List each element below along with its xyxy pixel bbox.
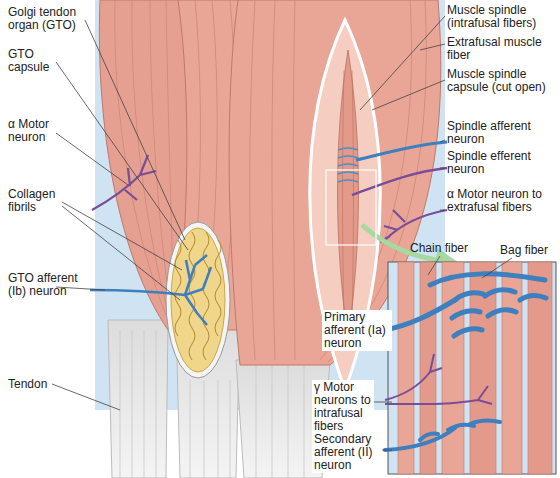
spindle-wraps [338, 148, 358, 182]
part-label: α Motor neuron to extrafusal fibers [447, 188, 559, 214]
gamma-motor-neurons [385, 354, 492, 404]
tendon [108, 320, 168, 478]
gto-capsule [166, 222, 230, 378]
part-label: Golgi tendon organ (GTO) [8, 6, 90, 32]
secondary-afferent-wraps [385, 420, 500, 450]
inset-panel [388, 262, 556, 474]
leader-lines [52, 16, 512, 450]
part-label: GTO afferent (Ib) neuron [8, 272, 84, 298]
gto-afferent-neuron [90, 255, 211, 325]
inset-fibers [398, 262, 552, 474]
part-label: Spindle afferent neuron [447, 120, 559, 146]
part-label: Secondary afferent (II) neuron [312, 432, 382, 473]
primary-afferent-wraps [385, 274, 546, 336]
spindle-efferent-neuron [352, 168, 447, 195]
part-label: Bag fiber [500, 244, 556, 257]
part-label: Tendon [8, 378, 58, 391]
part-label: Collagen fibrils [8, 188, 64, 214]
part-label: γ Motor neurons to intrafusal fibers [312, 380, 374, 434]
part-label: Extrafusal muscle fiber [447, 36, 559, 62]
part-label: α Motor neuron [8, 118, 58, 144]
tendon-stripes [256, 365, 304, 478]
gto-interior [171, 228, 225, 372]
alpha-motor-neuron [380, 210, 447, 242]
collagen-fibrils [175, 232, 221, 360]
part-label: Primary afferent (Ia) neuron [322, 310, 392, 351]
part-label: Spindle efferent neuron [447, 150, 559, 176]
magnify-frame [326, 170, 376, 245]
intrafusal-stripes [343, 70, 354, 320]
spindle-afferent-neuron [356, 142, 447, 160]
part-label: GTO capsule [8, 48, 58, 74]
part-label: Chain fiber [410, 242, 480, 255]
part-label: Muscle spindle capsule (cut open) [447, 68, 559, 94]
part-label: Muscle spindle (intrafusal fibers) [447, 4, 559, 30]
